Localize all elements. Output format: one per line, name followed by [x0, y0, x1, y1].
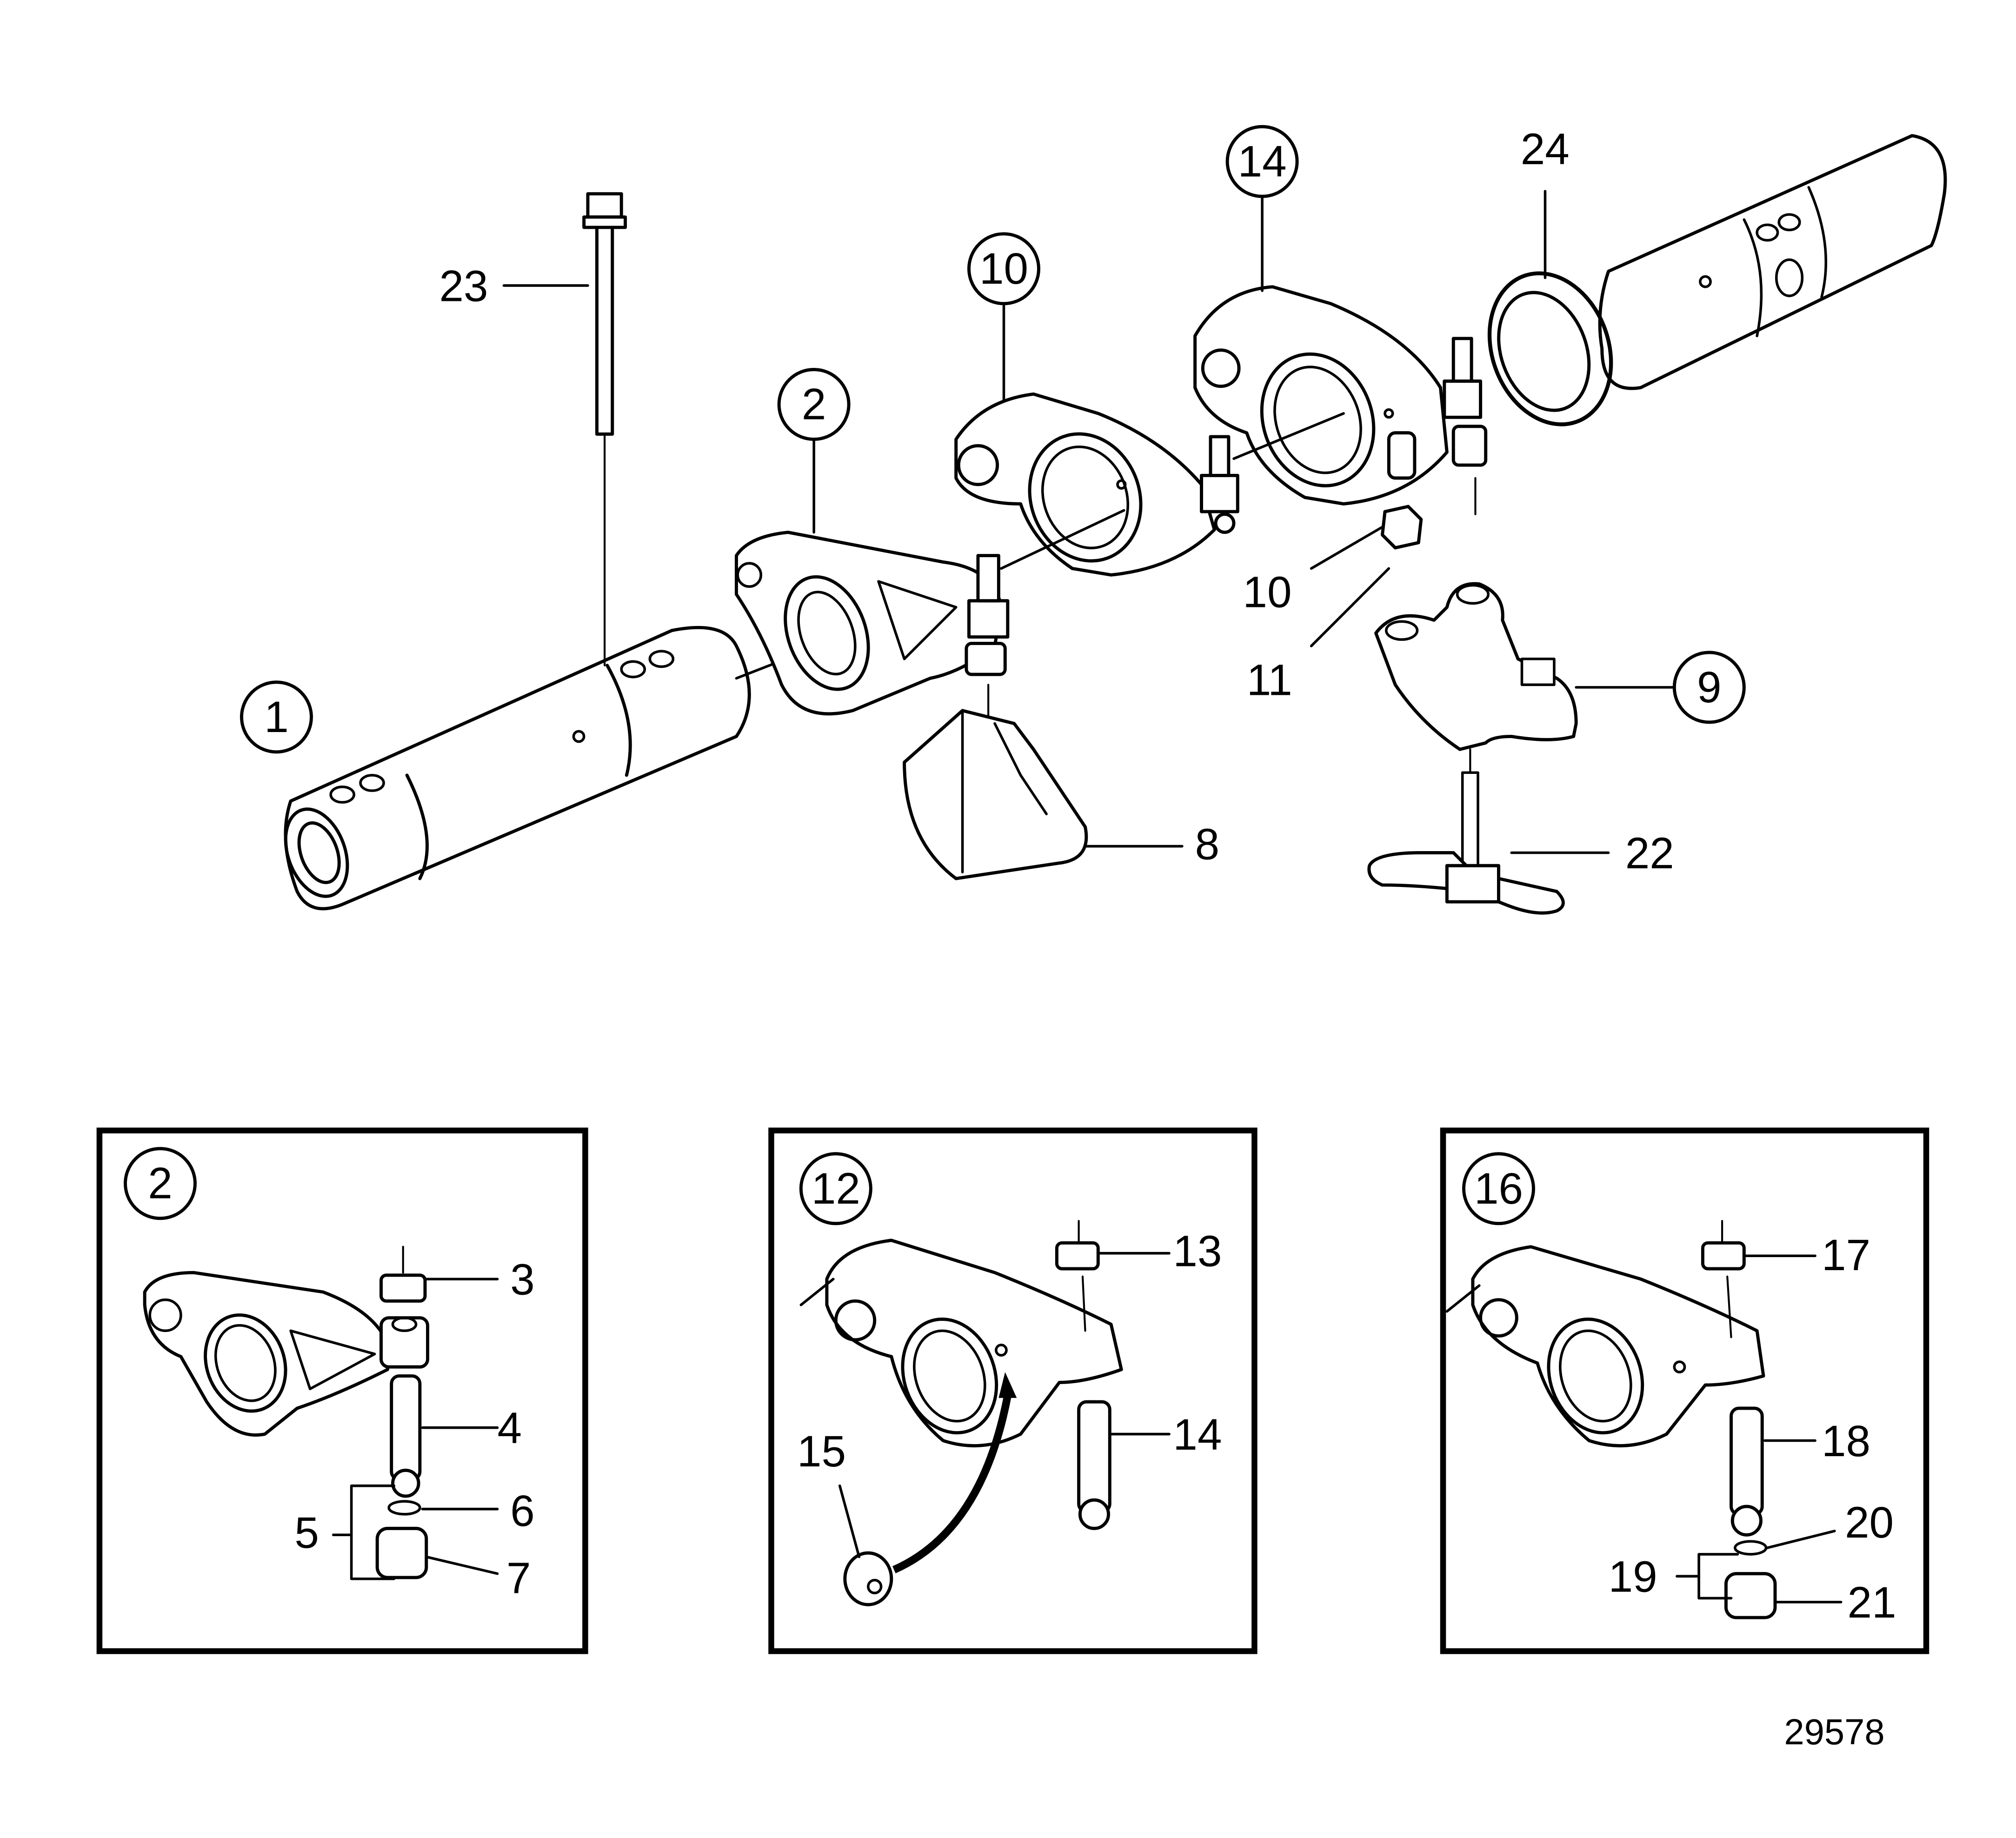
- callout-1: 1: [240, 680, 313, 754]
- svg-text:1: 1: [264, 693, 289, 742]
- callout-2: 2: [777, 368, 851, 534]
- label-13: 13: [1173, 1226, 1222, 1276]
- label-7: 7: [506, 1553, 531, 1603]
- label-17: 17: [1822, 1231, 1870, 1280]
- rocker-arm-14: [1193, 285, 1488, 515]
- label-10: 10: [1243, 568, 1291, 617]
- callout-10: 10: [967, 232, 1040, 402]
- svg-text:9: 9: [1697, 663, 1722, 712]
- main-exploded-view: 1 2 10 14 9 23 24 10 11 8 22: [240, 125, 1947, 915]
- label-11: 11: [1247, 656, 1292, 705]
- rocker-arm-10: [954, 392, 1239, 577]
- callout-9: 9: [1672, 651, 1746, 724]
- figure-reference-number: 29578: [1784, 1712, 1884, 1752]
- nut-11: [1310, 505, 1423, 647]
- detail-box-16: 16 17 18 20 21 19: [1440, 1127, 1930, 1654]
- svg-text:10: 10: [979, 244, 1028, 293]
- svg-text:2: 2: [802, 380, 826, 429]
- svg-text:12: 12: [812, 1164, 860, 1213]
- bolt-23: [502, 192, 627, 666]
- insert-arrow-icon: [892, 1394, 1012, 1573]
- label-15: 15: [797, 1427, 846, 1476]
- label-23: 23: [439, 261, 488, 311]
- detail-box-12: 12 13 14 15: [768, 1127, 1258, 1654]
- callout-14: 14: [1225, 125, 1299, 292]
- adjusting-screw-10: [1310, 431, 1417, 570]
- label-24: 24: [1521, 125, 1570, 174]
- base-plate-22: [1367, 771, 1610, 915]
- rocker-arm-2: [734, 531, 1010, 725]
- label-4: 4: [498, 1404, 522, 1453]
- svg-text:14: 14: [1238, 137, 1287, 186]
- label-3: 3: [510, 1255, 535, 1305]
- spacer-ring-24: [1487, 190, 1613, 426]
- rocker-shaft-right: [1598, 134, 1947, 390]
- bracket-9: [1374, 582, 1675, 774]
- rocker-shaft-left: [284, 626, 861, 911]
- label-6: 6: [510, 1486, 535, 1536]
- label-14: 14: [1173, 1410, 1222, 1459]
- label-19: 19: [1609, 1552, 1657, 1601]
- label-5: 5: [294, 1508, 319, 1558]
- label-21: 21: [1848, 1578, 1896, 1627]
- label-22: 22: [1625, 829, 1674, 878]
- label-20: 20: [1845, 1498, 1894, 1547]
- label-8: 8: [1195, 819, 1220, 869]
- svg-text:2: 2: [148, 1159, 173, 1208]
- label-18: 18: [1822, 1417, 1870, 1466]
- bracket-8: [903, 709, 1184, 880]
- svg-text:16: 16: [1474, 1164, 1523, 1213]
- detail-box-2: 2 3 4 6 7 5: [96, 1127, 588, 1654]
